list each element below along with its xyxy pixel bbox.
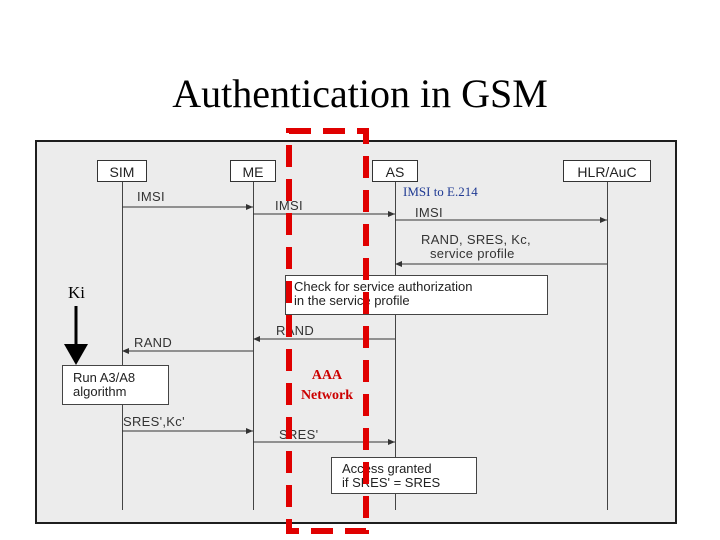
note-check-line1: Check for service authorization (294, 279, 473, 294)
note-run-a3-a8: Run A3/A8 algorithm (62, 365, 169, 405)
label-rand-as-me: RAND (276, 323, 315, 338)
note-run-line1: Run A3/A8 (73, 370, 136, 385)
label-rand-me-sim: RAND (134, 335, 173, 350)
label-imsi-as-hlr: IMSI (415, 205, 443, 220)
slide-title: Authentication in GSM (172, 71, 548, 116)
label-imsi-sim-me: IMSI (137, 189, 165, 204)
lifeline-hlr-auc (607, 182, 608, 510)
label-rand-sres-line1: RAND, SRES, Kc, (421, 232, 531, 247)
lifeline-sim (122, 182, 123, 510)
note-check-line2: in the service profile (294, 293, 410, 308)
label-rand-sres-line2: service profile (430, 246, 515, 261)
label-imsi-me-as: IMSI (275, 198, 303, 213)
entity-sim: SIM (97, 160, 147, 182)
aaa-label-line2: Network (300, 388, 354, 403)
aaa-label-line1: AAA (311, 368, 343, 383)
key-ki-label: Ki (68, 283, 85, 302)
note-run-line2: algorithm (73, 384, 127, 399)
lifeline-as (395, 182, 396, 510)
entity-hlr-auc: HLR/AuC (563, 160, 651, 182)
lifeline-me (253, 182, 254, 510)
aaa-dashed-box (286, 128, 369, 534)
entity-as: AS (372, 160, 418, 182)
label-sres-kc: SRES',Kc' (123, 414, 185, 429)
note-check-service-authorization: Check for service authorization in the s… (285, 275, 548, 315)
entity-me: ME (230, 160, 276, 182)
aaa-network-label: AAA Network (292, 366, 362, 406)
label-imsi-annotation: IMSI to E.214 (403, 184, 478, 199)
